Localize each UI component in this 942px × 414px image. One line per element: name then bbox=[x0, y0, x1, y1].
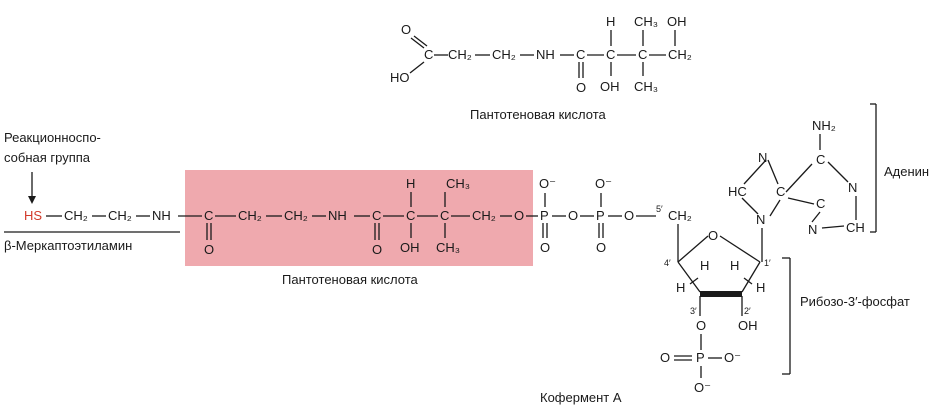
atom-h: H bbox=[730, 258, 739, 273]
atom-c: C bbox=[638, 47, 647, 62]
label-3prime: 3′ bbox=[690, 306, 697, 316]
atom-o: O bbox=[568, 208, 578, 223]
atom-c: C bbox=[204, 208, 213, 223]
pointer-arrow-head bbox=[28, 196, 36, 204]
atom-h: H bbox=[756, 280, 765, 295]
atom-ch2: CH₂ bbox=[64, 208, 88, 223]
pantothenic-acid-molecule: O HO C CH₂ CH₂ NH C O C H OH C CH₃ CH₃ C… bbox=[390, 14, 692, 122]
atom-n: N bbox=[808, 222, 817, 237]
atom-ch2: CH₂ bbox=[472, 208, 496, 223]
atom-ch: CH bbox=[846, 220, 865, 235]
atom-h: H bbox=[700, 258, 709, 273]
atom-o-ring: O bbox=[708, 228, 718, 243]
atom-c: C bbox=[816, 196, 825, 211]
atom-o: O bbox=[540, 240, 550, 255]
atom-o-minus: O⁻ bbox=[724, 350, 741, 365]
atom-nh: NH bbox=[152, 208, 171, 223]
atom-oh: OH bbox=[738, 318, 758, 333]
atom-c: C bbox=[406, 208, 415, 223]
atom-o: O bbox=[514, 208, 524, 223]
atom-ch2: CH₂ bbox=[448, 47, 472, 62]
atom-oh: OH bbox=[600, 79, 620, 94]
atom-h: H bbox=[676, 280, 685, 295]
atom-ch3: CH₃ bbox=[446, 176, 470, 191]
atom-n: N bbox=[756, 212, 765, 227]
atom-p: P bbox=[540, 208, 549, 223]
atom-c: C bbox=[776, 184, 785, 199]
atom-oh: OH bbox=[400, 240, 420, 255]
ribose-3-phosphate: P O O⁻ O⁻ bbox=[660, 350, 741, 395]
atom-c: C bbox=[424, 47, 433, 62]
atom-nh: NH bbox=[328, 208, 347, 223]
adenine-base: NH₂ C N N HC C C CH N N Аденин bbox=[728, 103, 929, 262]
atom-o: O bbox=[401, 22, 411, 37]
atom-c: C bbox=[816, 152, 825, 167]
label-1prime: 1′ bbox=[764, 258, 771, 268]
atom-ho: HO bbox=[390, 70, 410, 85]
atom-o: O bbox=[576, 80, 586, 95]
atom-c: C bbox=[372, 208, 381, 223]
coenzyme-a-label: Кофермент А bbox=[540, 390, 622, 405]
atom-nh: NH bbox=[536, 47, 555, 62]
pantothenic-highlight bbox=[185, 170, 533, 266]
label-5prime: 5′ bbox=[656, 204, 663, 214]
atom-o: O bbox=[696, 318, 706, 333]
atom-ch2: CH₂ bbox=[238, 208, 262, 223]
atom-p: P bbox=[596, 208, 605, 223]
ribose-3-phosphate-label: Рибозо-3′-фосфат bbox=[800, 294, 910, 309]
label-4prime: 4′ bbox=[664, 258, 671, 268]
reactive-group-label-line2: собная группа bbox=[4, 150, 91, 165]
atom-hs-reactive: HS bbox=[24, 208, 42, 223]
atom-o: O bbox=[596, 240, 606, 255]
atom-o-minus: O⁻ bbox=[539, 176, 556, 191]
atom-c: C bbox=[606, 47, 615, 62]
atom-n: N bbox=[758, 150, 767, 165]
atom-h: H bbox=[406, 176, 415, 191]
atom-p: P bbox=[696, 350, 705, 365]
atom-ch2: CH₂ bbox=[492, 47, 516, 62]
atom-o: O bbox=[660, 350, 670, 365]
atom-o: O bbox=[204, 242, 214, 257]
atom-ch2: CH₂ bbox=[668, 47, 692, 62]
atom-ch2: CH₂ bbox=[108, 208, 132, 223]
atom-n: N bbox=[848, 180, 857, 195]
atom-o: O bbox=[624, 208, 634, 223]
atom-hc: HC bbox=[728, 184, 747, 199]
atom-ch3: CH₃ bbox=[436, 240, 460, 255]
atom-o-minus: O⁻ bbox=[694, 380, 711, 395]
atom-ch2: CH₂ bbox=[668, 208, 692, 223]
reactive-group-label-line1: Реакционноспо- bbox=[4, 130, 101, 145]
atom-h: H bbox=[606, 14, 615, 29]
pantothenic-acid-label-top: Пантотеновая кислота bbox=[470, 107, 607, 122]
atom-o: O bbox=[372, 242, 382, 257]
atom-ch3: CH₃ bbox=[634, 14, 658, 29]
label-2prime: 2′ bbox=[744, 306, 751, 316]
atom-ch3: CH₃ bbox=[634, 79, 658, 94]
coenzyme-a-chain: Реакционноспо- собная группа HS CH₂ CH₂ … bbox=[4, 130, 692, 287]
atom-c: C bbox=[576, 47, 585, 62]
atom-oh: OH bbox=[667, 14, 687, 29]
ribose-ring: O 4′ 1′ 3′ 2′ H H H H OH O bbox=[664, 228, 771, 350]
atom-c: C bbox=[440, 208, 449, 223]
mercaptoethylamine-label: β-Меркаптоэтиламин bbox=[4, 238, 132, 253]
pantothenic-acid-label-mid: Пантотеновая кислота bbox=[282, 272, 419, 287]
atom-ch2: CH₂ bbox=[284, 208, 308, 223]
atom-nh2: NH₂ bbox=[812, 118, 836, 133]
atom-o-minus: O⁻ bbox=[595, 176, 612, 191]
adenine-label: Аденин bbox=[884, 164, 929, 179]
